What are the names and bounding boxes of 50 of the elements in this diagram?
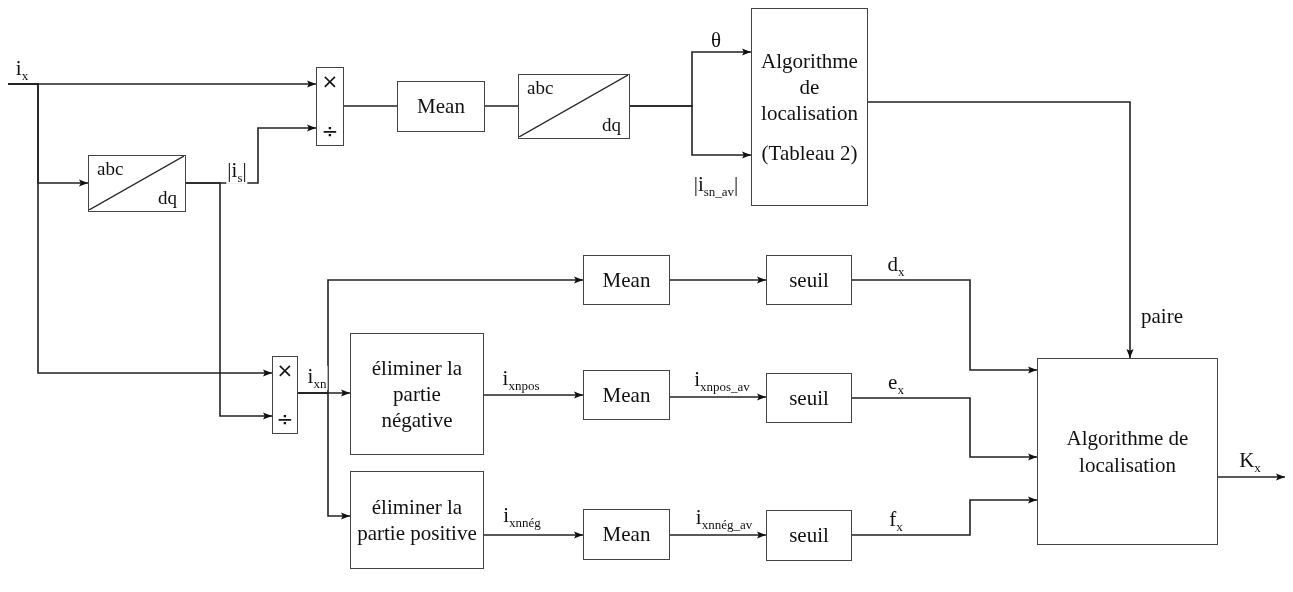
- block-label: dq: [602, 114, 621, 136]
- process-block: [766, 373, 852, 423]
- operator-symbol: ×: [275, 360, 295, 380]
- block-label: Algorithme de localisation: [760, 47, 859, 127]
- arrow: [629, 105, 752, 159]
- block-label: Mean: [601, 521, 652, 548]
- process-block: [766, 255, 852, 305]
- connector-line: [343, 105, 398, 107]
- block-label: dq: [158, 187, 177, 209]
- arrow: [483, 531, 584, 539]
- multiply-divide-block: [272, 356, 298, 434]
- process-block: [350, 333, 484, 455]
- block-label: seuil: [788, 384, 830, 412]
- multiply-divide-block: [316, 67, 344, 146]
- arrow: [851, 279, 1038, 374]
- arrow: [851, 397, 1038, 461]
- block-label: Mean: [416, 93, 466, 120]
- arrow: [867, 101, 1134, 359]
- operator-symbol: ÷: [275, 409, 295, 429]
- edge-label: f$_{x}$: [888, 508, 904, 534]
- arrow: [851, 496, 1038, 536]
- block-label: Mean: [601, 381, 652, 409]
- process-block: [766, 510, 852, 561]
- block-label: abc: [97, 158, 124, 180]
- process-block: [751, 8, 868, 206]
- block-label: seuil: [788, 266, 830, 294]
- connector-line: [484, 105, 519, 107]
- arrow: [669, 531, 767, 539]
- block-label: (Tableau 2): [760, 140, 859, 167]
- process-block: [583, 255, 670, 305]
- process-block: [397, 81, 485, 132]
- arrow: [669, 276, 767, 284]
- operator-symbol: ×: [320, 71, 340, 91]
- block-label: éliminer la partie négative: [370, 354, 464, 434]
- process-block: [1037, 358, 1218, 545]
- arrow: [297, 392, 351, 520]
- block-label: seuil: [788, 522, 830, 549]
- process-block: [583, 509, 670, 560]
- block-label: éliminer la partie positive: [356, 493, 478, 547]
- arrow: [1217, 473, 1286, 481]
- process-block: [583, 370, 670, 420]
- arrow: [669, 393, 767, 401]
- operator-symbol: ÷: [320, 121, 340, 141]
- arrow: [483, 391, 584, 399]
- arrow: [185, 182, 273, 420]
- block-label: Algorithme de localisation: [1065, 425, 1190, 478]
- arrow: [7, 83, 273, 377]
- process-block: [350, 471, 484, 569]
- block-label: Mean: [601, 266, 652, 294]
- block-label: abc: [527, 77, 554, 99]
